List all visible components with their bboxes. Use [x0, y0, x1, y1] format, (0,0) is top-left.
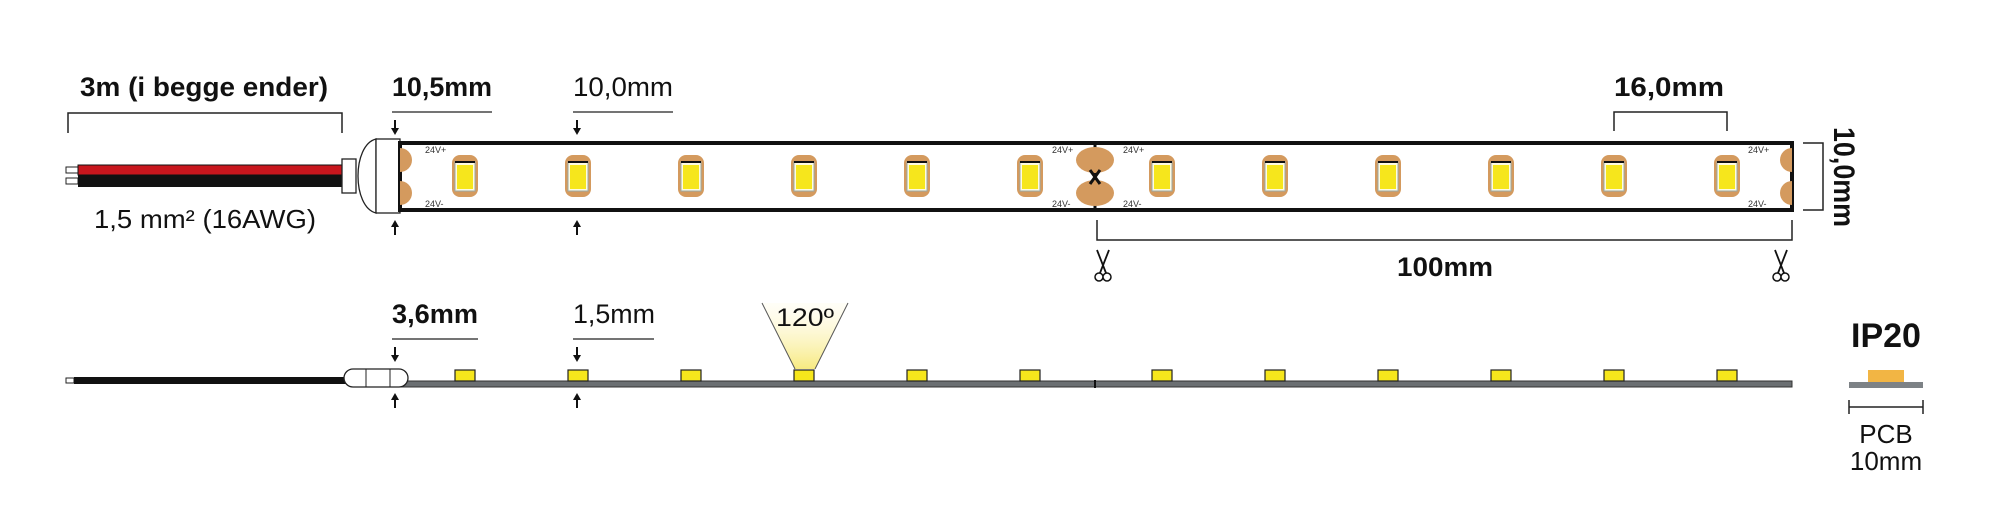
wire-black [78, 175, 343, 187]
pad-label-positive: 24V+ [1052, 145, 1073, 155]
ip-rating-label: IP20 [1851, 317, 1921, 355]
led-chip-side [1151, 369, 1173, 382]
led-chip-side [1377, 369, 1399, 382]
led-chip [1017, 155, 1043, 197]
pad-label-positive: 24V+ [1123, 145, 1144, 155]
end-cap-side [343, 368, 409, 388]
pad-label-negative: 24V- [425, 199, 444, 209]
end-cap [341, 138, 401, 214]
led-spacing-label: 16,0mm [1614, 72, 1724, 102]
led-chip-side [793, 369, 815, 382]
arrow-up-icon [573, 393, 581, 408]
led-chip [904, 155, 930, 197]
solder-pad [1076, 180, 1114, 206]
led-chip [678, 155, 704, 197]
led-chip-side [1603, 369, 1625, 382]
cut-scissors-icon [1088, 169, 1102, 185]
cut-interval-label: 100mm [1397, 252, 1493, 282]
led-chip-side [454, 369, 476, 382]
pcb-label: PCB [1859, 419, 1912, 449]
led-chip-side [1716, 369, 1738, 382]
led-chip [1375, 155, 1401, 197]
dimension-arrows [391, 120, 581, 408]
led-chip [1714, 155, 1740, 197]
strip-top-view: 24V+ 24V- 24V+ 24V- 24V+ 24V- 24V+ 24V- [398, 141, 1794, 212]
arrow-down-icon [391, 347, 399, 362]
arrow-down-icon [391, 120, 399, 135]
led-chip-side [680, 369, 702, 382]
solder-pad [1780, 148, 1792, 172]
scissors-icon [1772, 249, 1790, 282]
cable-length-bracket [67, 112, 343, 133]
led-chip [565, 155, 591, 197]
edge-offset-label: 10,0mm [573, 72, 673, 102]
pcb-height-label: 1,5mm [573, 299, 655, 329]
beam-angle-label: 120º [776, 304, 834, 332]
led-chip [791, 155, 817, 197]
pad-label-positive: 24V+ [1748, 145, 1769, 155]
pcb-cross-section-icon [1849, 370, 1923, 388]
beam-angle-cone [761, 302, 849, 370]
end-cap-width-label: 10,5mm [392, 72, 492, 102]
strip-side-view [65, 368, 1793, 388]
led-chip [452, 155, 478, 197]
arrow-up-icon [391, 393, 399, 408]
cable-spec-label: 1,5 mm² (16AWG) [94, 204, 316, 234]
arrow-up-icon [573, 220, 581, 235]
pad-label-negative: 24V- [1123, 199, 1142, 209]
end-cap-height-label: 3,6mm [392, 299, 478, 329]
solder-pad [400, 181, 412, 205]
strip-width-label: 10,0mm [1827, 127, 1860, 227]
led-chip [1488, 155, 1514, 197]
pcb-width-bracket [1848, 400, 1924, 414]
cut-interval-bracket [1096, 220, 1793, 241]
wire-terminal-black [65, 177, 79, 185]
led-chip [1601, 155, 1627, 197]
pad-label-positive: 24V+ [425, 145, 446, 155]
cable [65, 164, 344, 187]
solder-pad [1076, 147, 1114, 173]
pad-label-negative: 24V- [1748, 199, 1767, 209]
arrow-up-icon [391, 220, 399, 235]
wire-side [74, 377, 350, 384]
led-spacing-bracket [1613, 111, 1728, 131]
solder-pad [400, 148, 412, 172]
led-chip-side [1490, 369, 1512, 382]
wire-terminal-red [65, 166, 79, 174]
wire-red [77, 164, 344, 176]
arrow-down-icon [573, 347, 581, 362]
solder-pad [1780, 181, 1792, 205]
led-chip-side [567, 369, 589, 382]
wire-terminal [65, 377, 75, 384]
pcb-width-label: 10mm [1850, 446, 1922, 476]
led-chip [1262, 155, 1288, 197]
led-chip-side [1019, 369, 1041, 382]
pad-label-negative: 24V- [1052, 199, 1071, 209]
arrow-down-icon [573, 120, 581, 135]
led-chip-side [906, 369, 928, 382]
led-chip-side [1264, 369, 1286, 382]
scissors-icon [1094, 249, 1112, 282]
strip-width-bracket [1803, 142, 1824, 211]
cable-length-label: 3m (i begge ender) [80, 72, 328, 102]
led-chip [1149, 155, 1175, 197]
